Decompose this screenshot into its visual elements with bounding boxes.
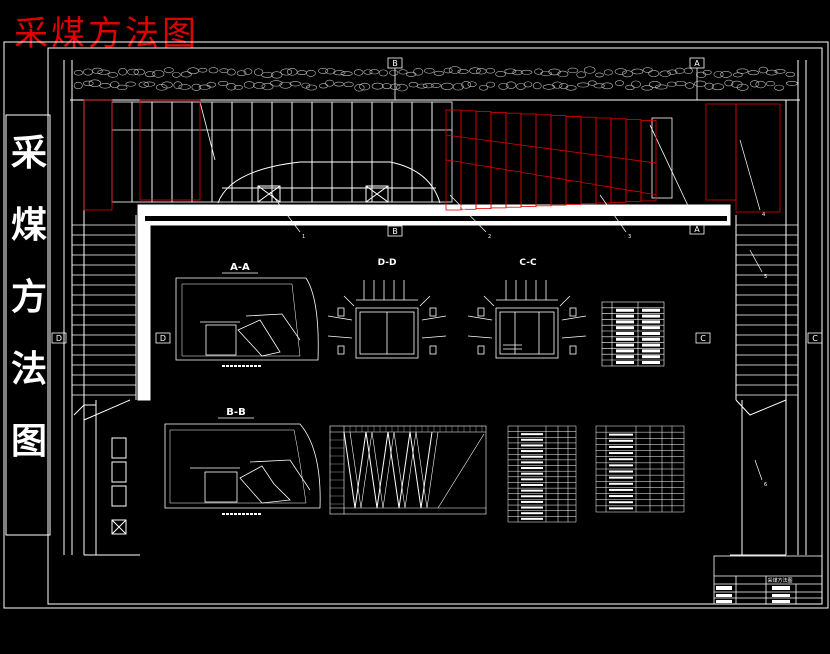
dd-label: D-D [378,258,397,268]
outer-border [3,41,829,609]
title-block-fill [716,586,790,603]
label-c-right: C [812,334,818,343]
table-right [595,425,685,513]
side-title-char: 法 [10,349,47,390]
title-block [713,555,823,605]
callout-1: 1 [302,234,305,240]
equipment-table [601,301,665,367]
label-d-left: D [56,334,62,343]
side-title-char: 方 [10,277,47,318]
side-title-char: 图 [10,421,47,462]
aa-section [175,277,319,361]
right-gateway [730,60,807,556]
left-equipment [73,399,131,535]
face-boundary [137,204,731,401]
label-a-top: A [694,59,700,68]
cycle-chart [329,425,487,515]
table-middle [507,425,577,523]
leader-lines [269,139,763,481]
overlay-title: 采煤方法图 [14,14,199,54]
bb-section [164,423,321,509]
rock-band [73,66,798,92]
callout-5: 5 [764,274,767,280]
bb-label: B-B [226,407,245,418]
face-boundary-inner [145,216,727,221]
shearer [217,161,441,204]
cc-label: C-C [519,258,537,268]
red-supports [83,99,781,213]
callout-4: 4 [762,212,765,218]
label-c-inner: C [700,334,706,343]
dd-section [327,280,447,359]
label-b-mid: B [392,227,398,236]
side-title-frame [5,114,51,536]
side-title-char: 煤 [10,205,47,246]
title-block-name: 采煤方法图 [767,577,792,584]
white-supports [111,101,691,211]
cc-section [467,280,587,359]
label-b-top: B [392,59,398,68]
callout-6: 6 [764,482,767,488]
section-markers [51,57,823,344]
left-gateway [63,60,140,556]
left-gateway-rungs [72,224,136,396]
side-title: 采 煤 方 法 图 [2,118,56,478]
inner-border [47,47,823,605]
right-gateway-rungs [736,224,798,396]
side-title-char: 采 [10,133,47,174]
cycle-chart-grid [330,426,483,505]
callout-3: 3 [628,234,631,240]
aa-label: A-A [230,262,250,273]
callout-2: 2 [488,234,491,240]
label-a-mid: A [694,225,700,234]
label-d-inner: D [160,334,166,343]
